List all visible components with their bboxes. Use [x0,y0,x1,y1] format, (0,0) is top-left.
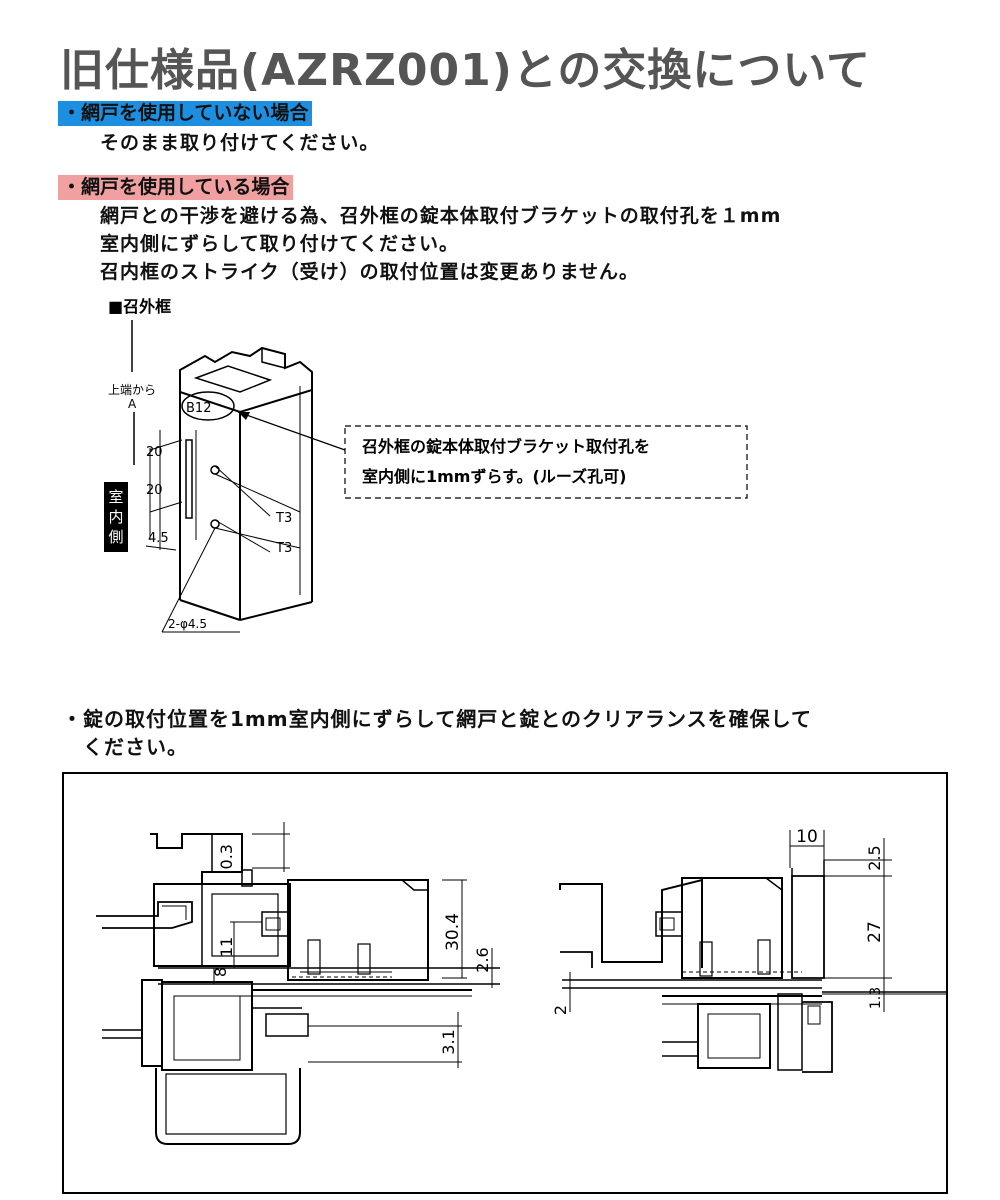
outer-frame-diagram: ■召外框 上端から A B12 20 20 4.5 T3 T3 室 内 側 2-… [104,297,748,633]
right-section-drawing: 10 2.5 27 1.3 2 [551,827,948,1073]
section2-line-2: 室内側にずらして取り付けてください。 [100,233,460,255]
section1-heading: ・網戸を使用していない場合 [58,101,313,126]
dim-30-4: 30.4 [443,913,463,951]
dim-8: 8 [211,967,230,977]
dim-t3a: T3 [275,511,292,526]
callout-line-1: 召外框の錠本体取付ブラケット取付孔を [362,437,650,456]
dim-2-5: 2.5 [865,845,884,870]
dim-3-1: 3.1 [439,1029,458,1054]
clearance-section-diagram: 0.3 11 30.4 8 2.6 [62,772,948,1194]
section3-line-2: ください。 [62,735,188,759]
dim-b12: B12 [186,401,211,416]
section3-line-1: ・錠の取付位置を1mm室内側にずらして網戸と錠とのクリアランスを確保して [62,707,812,731]
dim-20a: 20 [146,445,163,460]
dim-11: 11 [217,937,236,957]
section2-heading: ・網戸を使用している場合 [58,175,294,200]
indoor-char-3: 側 [108,528,123,546]
dim-0-3: 0.3 [217,844,236,869]
section2-line-3: 召内框のストライク（受け）の取付位置は変更ありません。 [100,261,640,283]
dim-27: 27 [865,921,885,943]
dim-45: 4.5 [148,531,169,546]
dim-hole: 2-φ4.5 [168,617,207,631]
dim-t3b: T3 [275,541,292,556]
section1-body: そのまま取り付けてください。 [100,132,380,154]
from-top-sub: A [128,397,137,411]
from-top-label: 上端から [108,383,156,397]
dim-1-3: 1.3 [868,987,884,1009]
dim-2-6: 2.6 [473,947,492,972]
left-section-drawing: 0.3 11 30.4 8 2.6 [96,822,500,1145]
indoor-char-1: 室 [108,488,123,506]
page-title: 旧仕様品(AZRZ001)との交換について [60,45,872,96]
section3-text: ・錠の取付位置を1mm室内側にずらして網戸と錠とのクリアランスを確保して くださ… [62,705,812,761]
callout-line-2: 室内側に1mmずらす。(ルーズ孔可) [362,467,626,486]
indoor-char-2: 内 [108,508,123,526]
section2-line-1: 網戸との干渉を避ける為、召外框の錠本体取付ブラケットの取付孔を１mm [100,205,782,227]
diagram1-label: ■召外框 [108,297,171,316]
dim-20b: 20 [146,483,163,498]
dim-2: 2 [551,1005,570,1015]
dim-10: 10 [796,827,818,847]
